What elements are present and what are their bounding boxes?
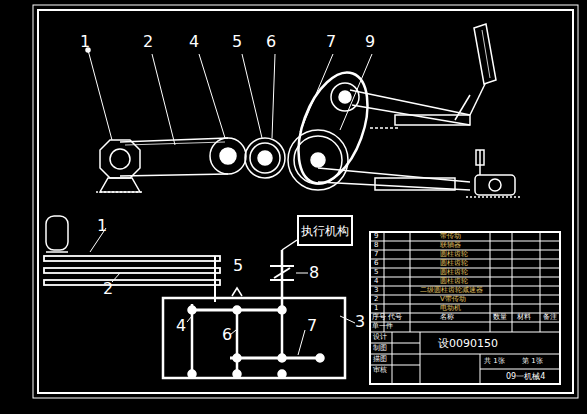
callout-number: 7: [326, 34, 336, 50]
table-cell: 材料: [517, 314, 531, 321]
table-cell: 1: [374, 305, 378, 312]
table-cell: 数量: [493, 314, 507, 321]
callout-number: 5: [232, 34, 242, 50]
table-cell: 圆柱齿轮: [440, 278, 468, 285]
callout-number: 8: [309, 265, 319, 281]
table-cell: 第 1张: [522, 358, 543, 365]
table-cell: 二级圆柱齿轮减速器: [420, 287, 483, 294]
table-cell: 序号: [372, 314, 386, 321]
callout-number: 2: [143, 34, 153, 50]
callout-number: 9: [365, 34, 375, 50]
table-cell: 圆柱齿轮: [440, 251, 468, 258]
callout-number: 2: [103, 281, 113, 297]
table-cell: V带传动: [440, 296, 466, 303]
table-cell: 7: [374, 251, 378, 258]
table-cell: 电动机: [440, 305, 461, 312]
callout-number: 6: [222, 327, 232, 343]
table-cell: 圆柱齿轮: [440, 260, 468, 267]
table-cell: 设计: [373, 334, 387, 341]
table-cell: 单一件: [372, 323, 393, 330]
table-cell: 8: [374, 242, 378, 249]
table-cell: 名称: [440, 314, 454, 321]
table-cell: 3: [374, 287, 378, 294]
table-cell: 5: [374, 269, 378, 276]
table-cell: 09一机械4: [506, 373, 545, 381]
table-cell: 2: [374, 296, 378, 303]
table-cell: 带传动: [440, 233, 461, 240]
table-cell: 6: [374, 260, 378, 267]
node-label: 执行机构: [299, 223, 351, 240]
callout-number: 7: [307, 318, 317, 334]
callout-number: 1: [80, 34, 90, 50]
table-cell: 9: [374, 233, 378, 240]
actuator-box: 执行机构: [297, 215, 353, 246]
callout-number: 5: [233, 258, 243, 274]
callout-number: 4: [176, 318, 186, 334]
table-cell: 共 1张: [484, 358, 505, 365]
callout-number: 6: [266, 34, 276, 50]
table-cell: 联轴器: [440, 242, 461, 249]
callout-number: 1: [97, 218, 107, 234]
callout-number: 4: [189, 34, 199, 50]
table-cell: 代号: [388, 314, 402, 321]
table-cell: 审核: [373, 367, 387, 374]
table-cell: 制图: [373, 345, 387, 352]
table-cell: 备注: [543, 314, 557, 321]
drawing-number: 设0090150: [438, 338, 498, 349]
table-cell: 描图: [373, 356, 387, 363]
callout-number: 3: [355, 314, 365, 330]
table-cell: 圆柱齿轮: [440, 269, 468, 276]
table-cell: 4: [374, 278, 378, 285]
